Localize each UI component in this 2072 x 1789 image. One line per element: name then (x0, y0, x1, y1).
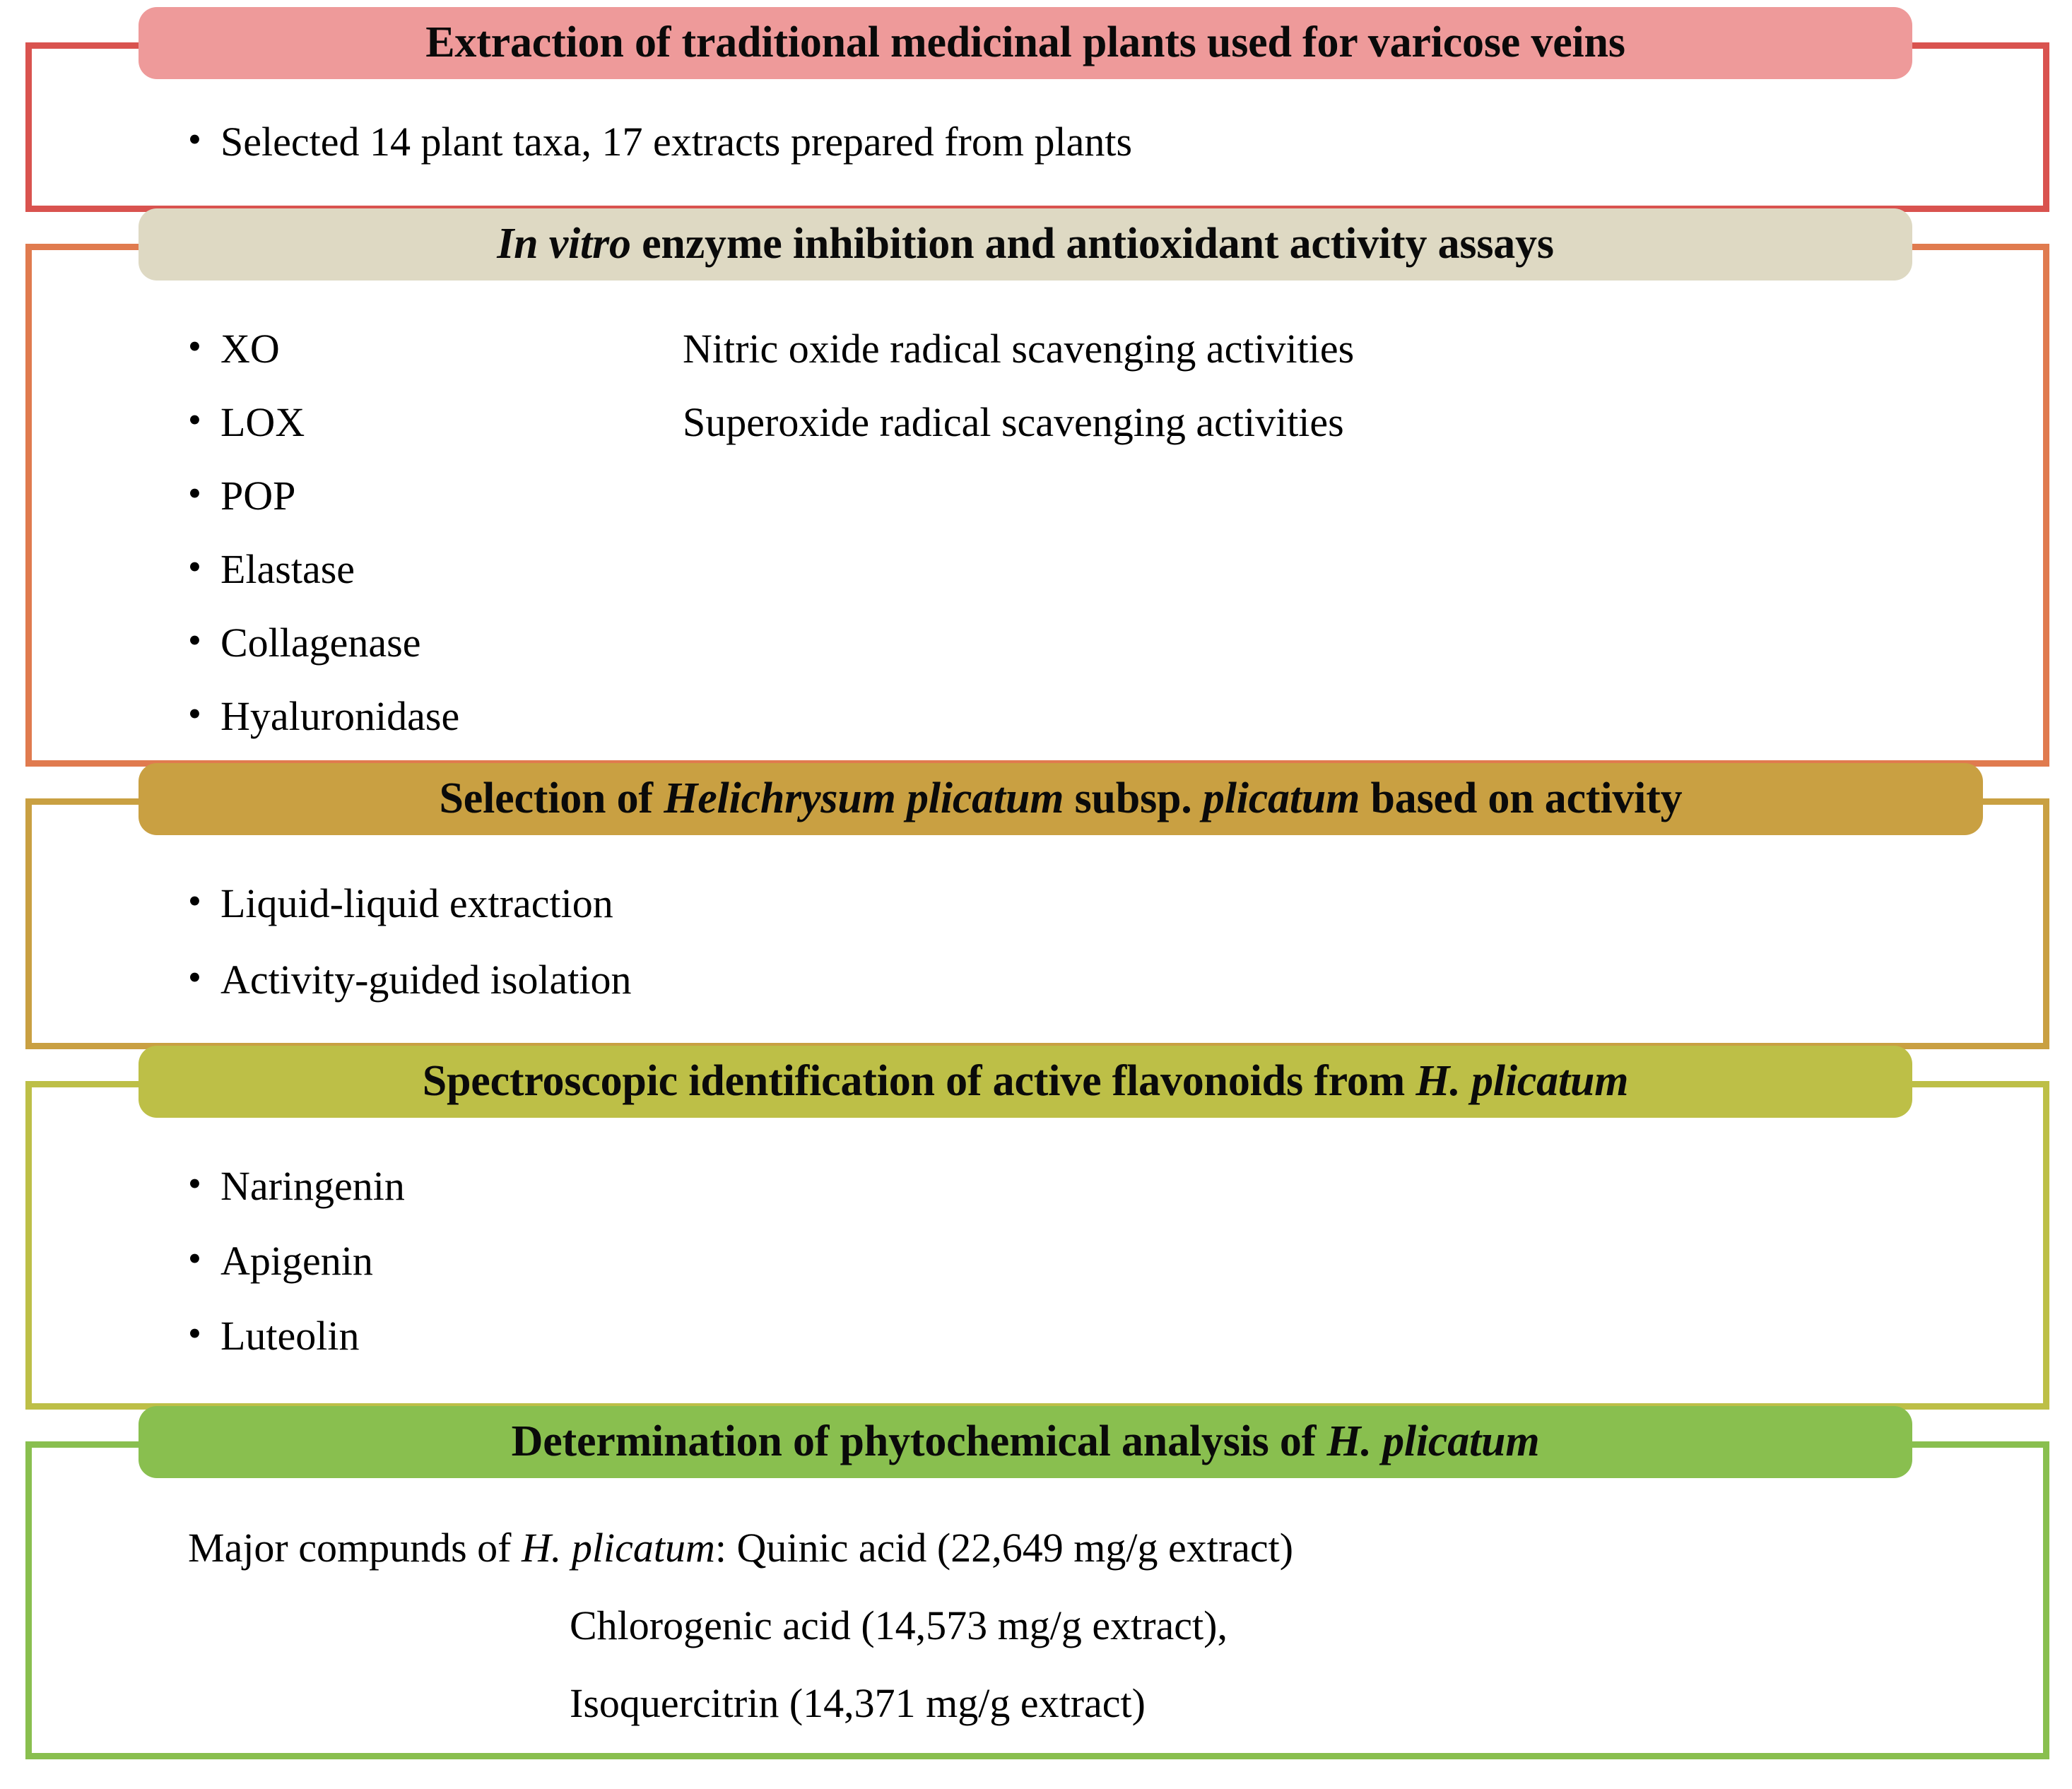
stage-extraction-body: Selected 14 plant taxa, 17 extracts prep… (188, 120, 1997, 163)
assay-row: Hyaluronidase (188, 695, 1997, 737)
stage-spectroscopic-identification-body: Naringenin Apigenin Luteolin (188, 1164, 1997, 1357)
stage-selection-title: Selection of Helichrysum plicatum subsp.… (440, 776, 1683, 822)
stage-in-vitro-assays-header: In vitro enzyme inhibition and antioxida… (139, 208, 1912, 281)
title-segment: Spectroscopic identification of active f… (422, 1057, 1416, 1106)
list-item: LOX (188, 401, 683, 443)
enzyme-cell: LOX (188, 401, 683, 443)
list-item: Liquid-liquid extraction (188, 882, 1997, 924)
title-segment: Determination of phytochemical analysis … (511, 1417, 1327, 1466)
list-item: Collagenase (188, 621, 683, 663)
enzyme-cell: XO (188, 327, 683, 370)
compound-block: Major compunds of H. plicatum: Quinic ac… (188, 1528, 2039, 1724)
assay-row: Collagenase (188, 621, 1997, 663)
assay-row: POP (188, 474, 1997, 516)
stage-selection-body: Liquid-liquid extraction Activity-guided… (188, 882, 1997, 1000)
stage-phytochemical-analysis: Determination of phytochemical analysis … (25, 1406, 2049, 1759)
stage-in-vitro-assays: In vitro enzyme inhibition and antioxida… (25, 208, 2049, 767)
title-segment: enzyme inhibition and antioxidant activi… (630, 220, 1554, 268)
stage-phytochemical-analysis-title: Determination of phytochemical analysis … (512, 1419, 1540, 1465)
extraction-bullet-list: Selected 14 plant taxa, 17 extracts prep… (188, 120, 1997, 163)
assay-row: Elastase (188, 548, 1997, 590)
title-segment: Selection of (439, 774, 664, 823)
enzyme-cell: Hyaluronidase (188, 695, 683, 737)
list-item: Hyaluronidase (188, 695, 683, 737)
stage-selection: Selection of Helichrysum plicatum subsp.… (25, 763, 2049, 1049)
assay-grid: XO Nitric oxide radical scavenging activ… (188, 326, 1997, 737)
title-segment-italic: H. plicatum (1326, 1417, 1540, 1466)
stage-phytochemical-analysis-header: Determination of phytochemical analysis … (139, 1406, 1912, 1478)
compound-intro-prefix: Major compunds of (188, 1525, 522, 1571)
list-item: POP (188, 474, 683, 516)
stage-in-vitro-assays-body: XO Nitric oxide radical scavenging activ… (188, 326, 1997, 737)
activity-cell: Superoxide radical scavenging activities (683, 399, 1344, 445)
list-item: Elastase (188, 548, 683, 590)
title-segment: subsp. (1064, 774, 1203, 823)
list-item: Naringenin (188, 1164, 1997, 1207)
enzyme-cell: Collagenase (188, 621, 683, 663)
compound-intro-species: H. plicatum (522, 1525, 715, 1571)
enzyme-cell: POP (188, 474, 683, 516)
stage-selection-header: Selection of Helichrysum plicatum subsp.… (139, 763, 1983, 835)
selection-bullet-list: Liquid-liquid extraction Activity-guided… (188, 882, 1997, 1000)
title-segment-italic: Helichrysum plicatum (664, 774, 1064, 823)
stage-phytochemical-analysis-body: Major compunds of H. plicatum: Quinic ac… (188, 1528, 2039, 1724)
compound-line: Isoquercitrin (14,371 mg/g extract) (570, 1680, 1146, 1726)
stage-spectroscopic-identification-header: Spectroscopic identification of active f… (139, 1046, 1912, 1118)
compound-line: Chlorogenic acid (14,573 mg/g extract), (570, 1602, 1228, 1648)
list-item: Luteolin (188, 1314, 1997, 1357)
stage-in-vitro-assays-title: In vitro enzyme inhibition and antioxida… (497, 221, 1554, 267)
title-segment-italic: In vitro (497, 220, 631, 268)
stage-extraction: Extraction of traditional medicinal plan… (25, 7, 2049, 212)
title-segment-italic: plicatum (1202, 774, 1360, 823)
stage-extraction-title: Extraction of traditional medicinal plan… (425, 20, 1625, 66)
stage-spectroscopic-identification-title: Spectroscopic identification of active f… (423, 1058, 1629, 1104)
flavonoid-bullet-list: Naringenin Apigenin Luteolin (188, 1164, 1997, 1357)
stage-spectroscopic-identification: Spectroscopic identification of active f… (25, 1046, 2049, 1410)
enzyme-cell: Elastase (188, 548, 683, 590)
list-item: Apigenin (188, 1239, 1997, 1282)
title-segment-italic: H. plicatum (1415, 1057, 1629, 1106)
compound-intro-line: Major compunds of H. plicatum: Quinic ac… (188, 1528, 2039, 1569)
list-item: XO (188, 327, 683, 370)
list-item: Activity-guided isolation (188, 958, 1997, 1000)
activity-cell: Nitric oxide radical scavenging activiti… (683, 326, 1355, 372)
stage-extraction-header: Extraction of traditional medicinal plan… (139, 7, 1912, 79)
title-segment: Extraction of traditional medicinal plan… (425, 18, 1625, 67)
compound-intro-suffix: : Quinic acid (22,649 mg/g extract) (714, 1525, 1294, 1571)
assay-row: LOX Superoxide radical scavenging activi… (188, 399, 1997, 445)
assay-row: XO Nitric oxide radical scavenging activ… (188, 326, 1997, 372)
title-segment: based on activity (1360, 774, 1683, 823)
list-item: Selected 14 plant taxa, 17 extracts prep… (188, 120, 1997, 163)
